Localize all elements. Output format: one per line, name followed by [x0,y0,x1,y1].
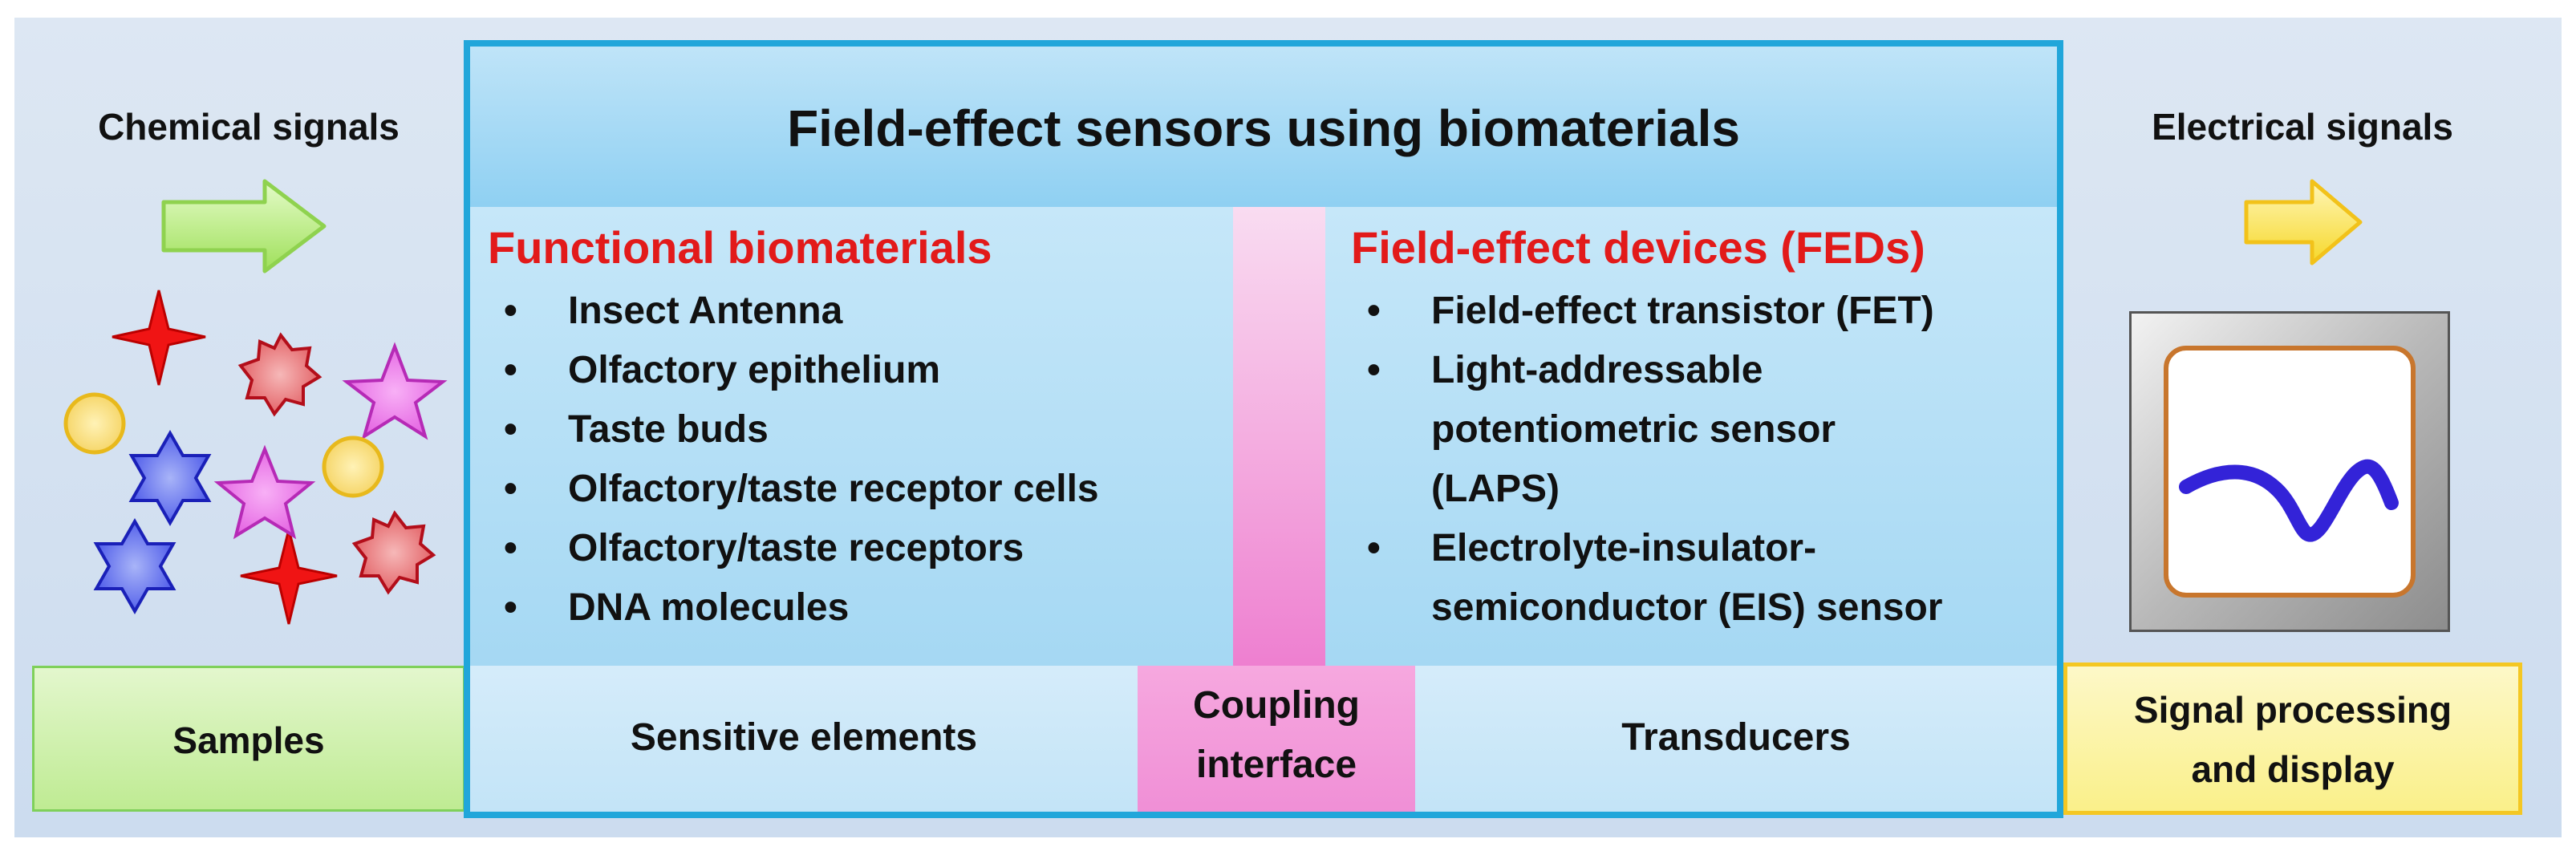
list-item: • Electrolyte-insulator- [1351,525,1942,584]
coupling-strip [1233,207,1325,666]
chemical-signals-label: Chemical signals [98,106,400,148]
list-item-text: Taste buds [568,408,769,451]
bullet: • [1367,527,1381,569]
chemical-molecule-shapes [63,290,448,625]
signal-wave-icon [2179,459,2399,542]
list-item-text: Field-effect transistor (FET) [1431,290,1934,332]
red-star-molecule-icon [112,290,206,386]
biomaterials-list: • Insect Antenna • Olfactory epithelium • T… [488,287,1099,643]
title-band [470,47,2057,207]
field-effect-devices-heading: Field-effect devices (FEDs) [1351,222,1925,273]
bullet: • [504,408,517,451]
signal-display-screen-icon [2129,311,2450,632]
list-item: • Field-effect transistor (FET) [1351,287,1942,346]
red-star-molecule-icon [240,529,338,625]
coupling-interface-label-line1: Coupling [1193,684,1360,727]
bullet: • [504,468,517,510]
samples-label: Samples [172,719,325,761]
list-item-text: Insect Antenna [568,290,843,332]
coupling-interface-label-line2: interface [1195,744,1357,786]
samples-box: Samples [32,666,465,812]
magenta-star-molecule-icon [342,342,448,440]
list-item-text: Electrolyte-insulator- [1431,527,1817,569]
list-item: • Olfactory/taste receptors [488,525,1099,584]
functional-biomaterials-heading: Functional biomaterials [488,222,992,273]
list-item-continuation: potentiometric sensor [1351,406,1942,465]
red-heptagram-molecule-icon [237,332,323,417]
list-item-text: (LAPS) [1431,468,1560,510]
list-item: • DNA molecules [488,584,1099,643]
list-item-text: Olfactory/taste receptor cells [568,468,1099,510]
list-item: • Light-addressable [1351,346,1942,406]
blue-hexagram-molecule-icon [93,517,176,615]
signal-processing-label-line1: Signal processing [2133,689,2452,731]
yellow-right-arrow-icon [2244,179,2363,265]
red-heptagram-molecule-icon [351,510,436,595]
list-item-text: Olfactory epithelium [568,349,941,391]
list-item-text: semiconductor (EIS) sensor [1431,586,1943,629]
list-item-text: DNA molecules [568,586,850,629]
bullet: • [1367,349,1381,391]
field-effect-devices-list: • Field-effect transistor (FET) • Light-ad… [1351,287,1942,643]
list-item-text: potentiometric sensor [1431,408,1836,451]
magenta-star-molecule-icon [213,444,316,540]
bullet: • [504,586,517,629]
list-item-text: Olfactory/taste receptors [568,527,1024,569]
diagram-title: Field-effect sensors using biomaterials [787,99,1740,157]
list-item: • Taste buds [488,406,1099,465]
list-item: • Insect Antenna [488,287,1099,346]
green-right-arrow-icon [161,179,327,274]
bullet: • [1367,290,1381,332]
coupling-interface-box [1138,666,1415,812]
bullet: • [504,349,517,391]
bullet: • [504,290,517,332]
yellow-circle-molecule-icon [322,436,384,498]
signal-processing-label-line2: and display [2191,748,2395,790]
transducers-label: Transducers [1621,716,1851,759]
signal-processing-box: Signal processing and display [2063,663,2522,815]
yellow-circle-molecule-icon [63,392,126,455]
list-item-continuation: semiconductor (EIS) sensor [1351,584,1942,643]
blue-hexagram-molecule-icon [128,429,212,527]
bullet: • [504,527,517,569]
list-item-continuation: (LAPS) [1351,465,1942,525]
list-item: • Olfactory/taste receptor cells [488,465,1099,525]
electrical-signals-label: Electrical signals [2152,106,2453,148]
list-item: • Olfactory epithelium [488,346,1099,406]
sensitive-elements-label: Sensitive elements [630,716,978,759]
list-item-text: Light-addressable [1431,349,1763,391]
